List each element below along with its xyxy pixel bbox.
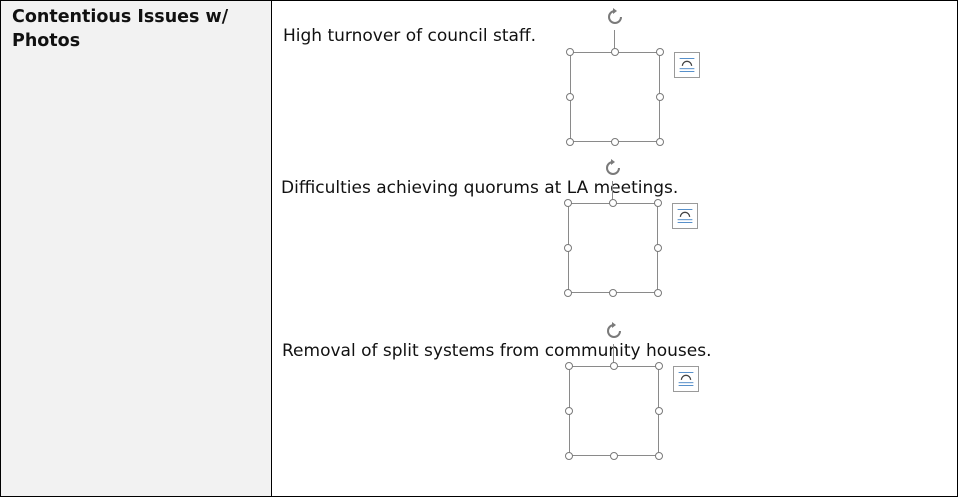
resize-handle-bottom-left[interactable] <box>565 452 573 460</box>
table-label-cell[interactable]: Contentious Issues w/ Photos <box>1 1 272 496</box>
resize-handle-bottom[interactable] <box>609 289 617 297</box>
resize-handle-top-right[interactable] <box>655 362 663 370</box>
resize-handle-right[interactable] <box>656 93 664 101</box>
resize-handle-bottom[interactable] <box>611 138 619 146</box>
resize-handle-bottom-right[interactable] <box>655 452 663 460</box>
resize-handle-bottom-left[interactable] <box>564 289 572 297</box>
picture-frame <box>570 52 660 142</box>
resize-handle-top[interactable] <box>610 362 618 370</box>
resize-handle-top-left[interactable] <box>566 48 574 56</box>
layout-options-icon[interactable] <box>674 52 700 78</box>
resize-handle-bottom-left[interactable] <box>566 138 574 146</box>
resize-handle-bottom-right[interactable] <box>654 289 662 297</box>
layout-options-icon[interactable] <box>672 203 698 229</box>
picture-placeholder-1[interactable] <box>566 8 700 146</box>
table-label-text: Contentious Issues w/ Photos <box>12 7 229 51</box>
rotate-handle-icon[interactable] <box>606 8 624 26</box>
picture-placeholder-3[interactable] <box>565 322 699 460</box>
resize-handle-top[interactable] <box>609 199 617 207</box>
rotate-stem <box>613 344 614 366</box>
resize-handle-top-right[interactable] <box>656 48 664 56</box>
table-content-cell[interactable]: High turnover of council staff. <box>273 1 957 496</box>
rotate-stem <box>614 30 615 52</box>
picture-frame <box>569 366 659 456</box>
resize-handle-top-left[interactable] <box>564 199 572 207</box>
resize-handle-top-left[interactable] <box>565 362 573 370</box>
issue-text-3[interactable]: Removal of split systems from community … <box>282 341 712 361</box>
layout-options-icon[interactable] <box>673 366 699 392</box>
rotate-stem <box>612 181 613 203</box>
rotate-handle-icon[interactable] <box>605 322 623 340</box>
issue-text-2[interactable]: Difficulties achieving quorums at LA mee… <box>281 178 679 198</box>
resize-handle-bottom-right[interactable] <box>656 138 664 146</box>
picture-frame <box>568 203 658 293</box>
resize-handle-top[interactable] <box>611 48 619 56</box>
rotate-handle-icon[interactable] <box>604 159 622 177</box>
issue-text-1[interactable]: High turnover of council staff. <box>283 26 537 46</box>
resize-handle-left[interactable] <box>564 244 572 252</box>
resize-handle-bottom[interactable] <box>610 452 618 460</box>
resize-handle-top-right[interactable] <box>654 199 662 207</box>
resize-handle-left[interactable] <box>565 407 573 415</box>
resize-handle-right[interactable] <box>654 244 662 252</box>
resize-handle-left[interactable] <box>566 93 574 101</box>
picture-placeholder-2[interactable] <box>564 159 698 297</box>
resize-handle-right[interactable] <box>655 407 663 415</box>
